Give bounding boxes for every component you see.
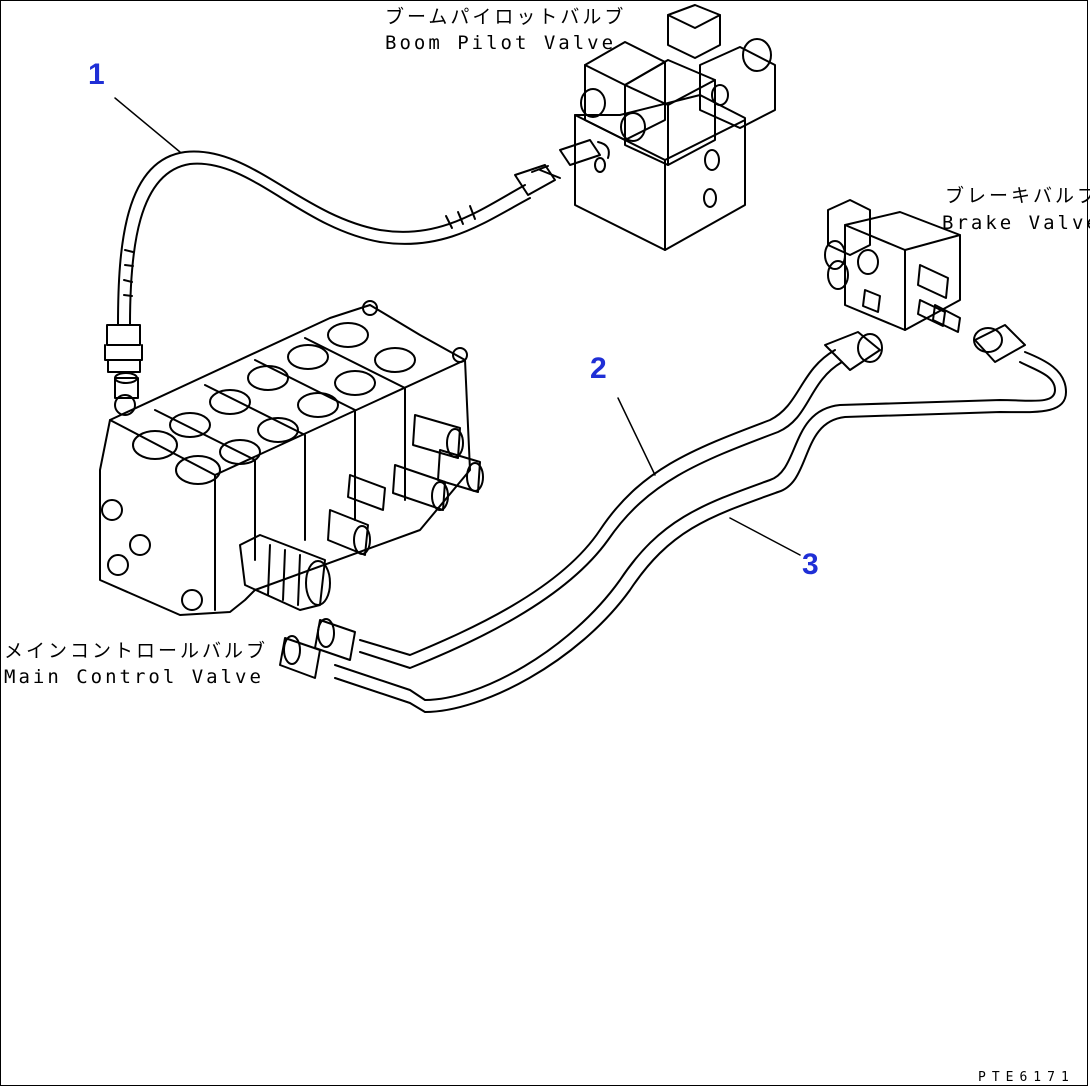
brake-valve-label-en: Brake Valve [942,212,1090,234]
main-control-valve-label-jp: メインコントロールバルブ [4,640,269,662]
callout-2: 2 [590,352,607,385]
callout-1: 1 [88,58,105,91]
boom-pilot-valve [559,4,776,251]
brake-valve-label-jp: ブレーキバルブ [945,185,1090,207]
main-control-valve [99,300,484,616]
hose-1 [104,97,561,373]
callout-3: 3 [802,548,819,581]
boom-pilot-valve-label-jp: ブームパイロットバルブ [385,6,627,28]
boom-pilot-valve-label-en: Boom Pilot Valve [385,32,617,54]
brake-valve [824,199,961,333]
main-control-valve-label-en: Main Control Valve [4,666,264,688]
tubes-2-3 [279,324,1067,713]
figure-code: PTE6171 [978,1070,1075,1085]
